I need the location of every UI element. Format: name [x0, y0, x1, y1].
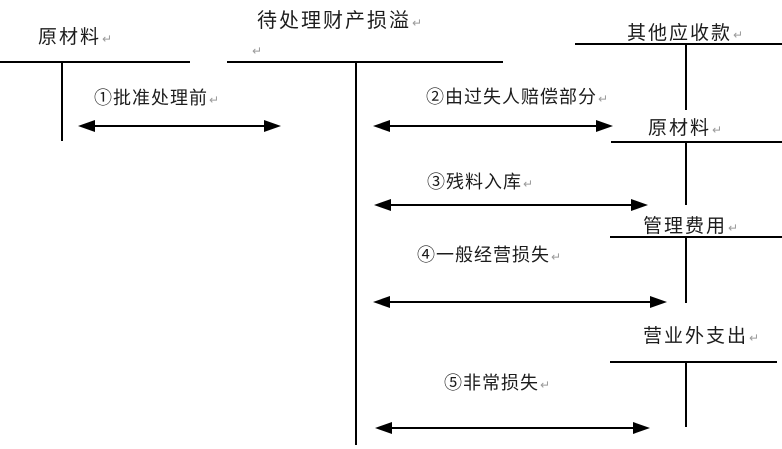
- account-label-text: 管理费用: [643, 216, 728, 237]
- t-account-top-line-pending-property: [227, 61, 503, 63]
- t-account-top-line-non-operating-expenses: [610, 361, 777, 363]
- t-account-stem-other-receivables: [685, 43, 687, 110]
- account-label-text: 营业外支出: [643, 326, 749, 347]
- flow-label-3: ③残料入库↵: [427, 172, 533, 195]
- account-label-non-operating-expenses: 营业外支出↵: [643, 326, 759, 349]
- arrowhead-left-icon: [375, 422, 392, 434]
- paragraph-mark-icon: ↵: [540, 378, 551, 392]
- t-account-top-line-raw-materials-left: [0, 61, 190, 63]
- t-account-stem-raw-materials-right: [685, 141, 687, 205]
- account-label-other-receivables: 其他应收款↵: [627, 23, 743, 46]
- flow-label-text: ⑤非常损失: [444, 373, 539, 393]
- paragraph-mark-icon: ↵: [523, 177, 534, 191]
- paragraph-mark-icon: ↵: [733, 28, 744, 42]
- paragraph-mark-icon: ↵: [598, 92, 609, 106]
- account-label-raw-materials-right: 原材料↵: [648, 118, 722, 141]
- arrow-shaft: [90, 125, 269, 127]
- flow-arrow-1: [78, 120, 281, 132]
- paragraph-mark-icon: ↵: [749, 331, 760, 345]
- arrow-shaft: [385, 125, 601, 127]
- arrowhead-right-icon: [596, 120, 613, 132]
- account-label-administrative-expenses: 管理费用↵: [643, 216, 738, 239]
- arrow-shaft: [385, 301, 655, 303]
- t-account-stem-non-operating-expenses: [685, 361, 687, 427]
- t-account-stem-administrative-expenses: [685, 236, 687, 303]
- arrowhead-right-icon: [631, 199, 648, 211]
- flow-label-text: ③残料入库: [427, 172, 522, 192]
- arrowhead-right-icon: [633, 422, 650, 434]
- flow-label-1: ①批准处理前↵: [94, 88, 219, 111]
- account-label-text: 其他应收款: [627, 23, 733, 44]
- paragraph-mark-icon: ↵: [728, 221, 739, 235]
- account-label-pending-property-gain-loss: 待处理财产损溢↵: [257, 10, 422, 34]
- account-label-text: 原材料: [648, 118, 712, 139]
- flow-label-2: ②由过失人赔偿部分↵: [426, 87, 608, 110]
- arrowhead-right-icon: [264, 120, 281, 132]
- flow-arrow-2: [373, 120, 613, 132]
- arrowhead-left-icon: [373, 296, 390, 308]
- flow-label-text: ④一般经营损失: [417, 245, 550, 265]
- flow-label-text: ②由过失人赔偿部分: [426, 87, 597, 107]
- arrow-shaft: [387, 427, 638, 429]
- paragraph-mark-icon: ↵: [412, 16, 423, 30]
- flow-label-5: ⑤非常损失↵: [444, 373, 550, 396]
- paragraph-mark-icon: ↵: [209, 93, 220, 107]
- flow-label-4: ④一般经营损失↵: [417, 245, 561, 268]
- t-account-top-line-administrative-expenses: [610, 236, 782, 238]
- paragraph-mark-icon: ↵: [712, 123, 723, 137]
- account-label-text: 原材料: [38, 27, 102, 48]
- t-account-stem-pending-property: [355, 61, 357, 445]
- arrowhead-left-icon: [78, 120, 95, 132]
- account-label-raw-materials-left: 原材料↵: [38, 27, 112, 50]
- arrowhead-left-icon: [373, 120, 390, 132]
- arrowhead-right-icon: [650, 296, 667, 308]
- paragraph-mark-icon: ↵: [252, 44, 263, 58]
- flow-label-text: ①批准处理前: [94, 88, 208, 108]
- paragraph-mark-icon: ↵: [102, 32, 113, 46]
- paragraph-mark-icon: ↵: [551, 250, 562, 264]
- arrowhead-left-icon: [374, 199, 391, 211]
- t-account-stem-raw-materials-left: [61, 61, 63, 141]
- t-account-top-line-raw-materials-right: [611, 141, 782, 143]
- arrow-shaft: [386, 204, 636, 206]
- flow-arrow-5: [375, 422, 650, 434]
- flow-arrow-3: [374, 199, 648, 211]
- account-label-text: 待处理财产损溢: [257, 10, 411, 32]
- flow-arrow-4: [373, 296, 667, 308]
- t-account-top-line-other-receivables: [575, 43, 782, 45]
